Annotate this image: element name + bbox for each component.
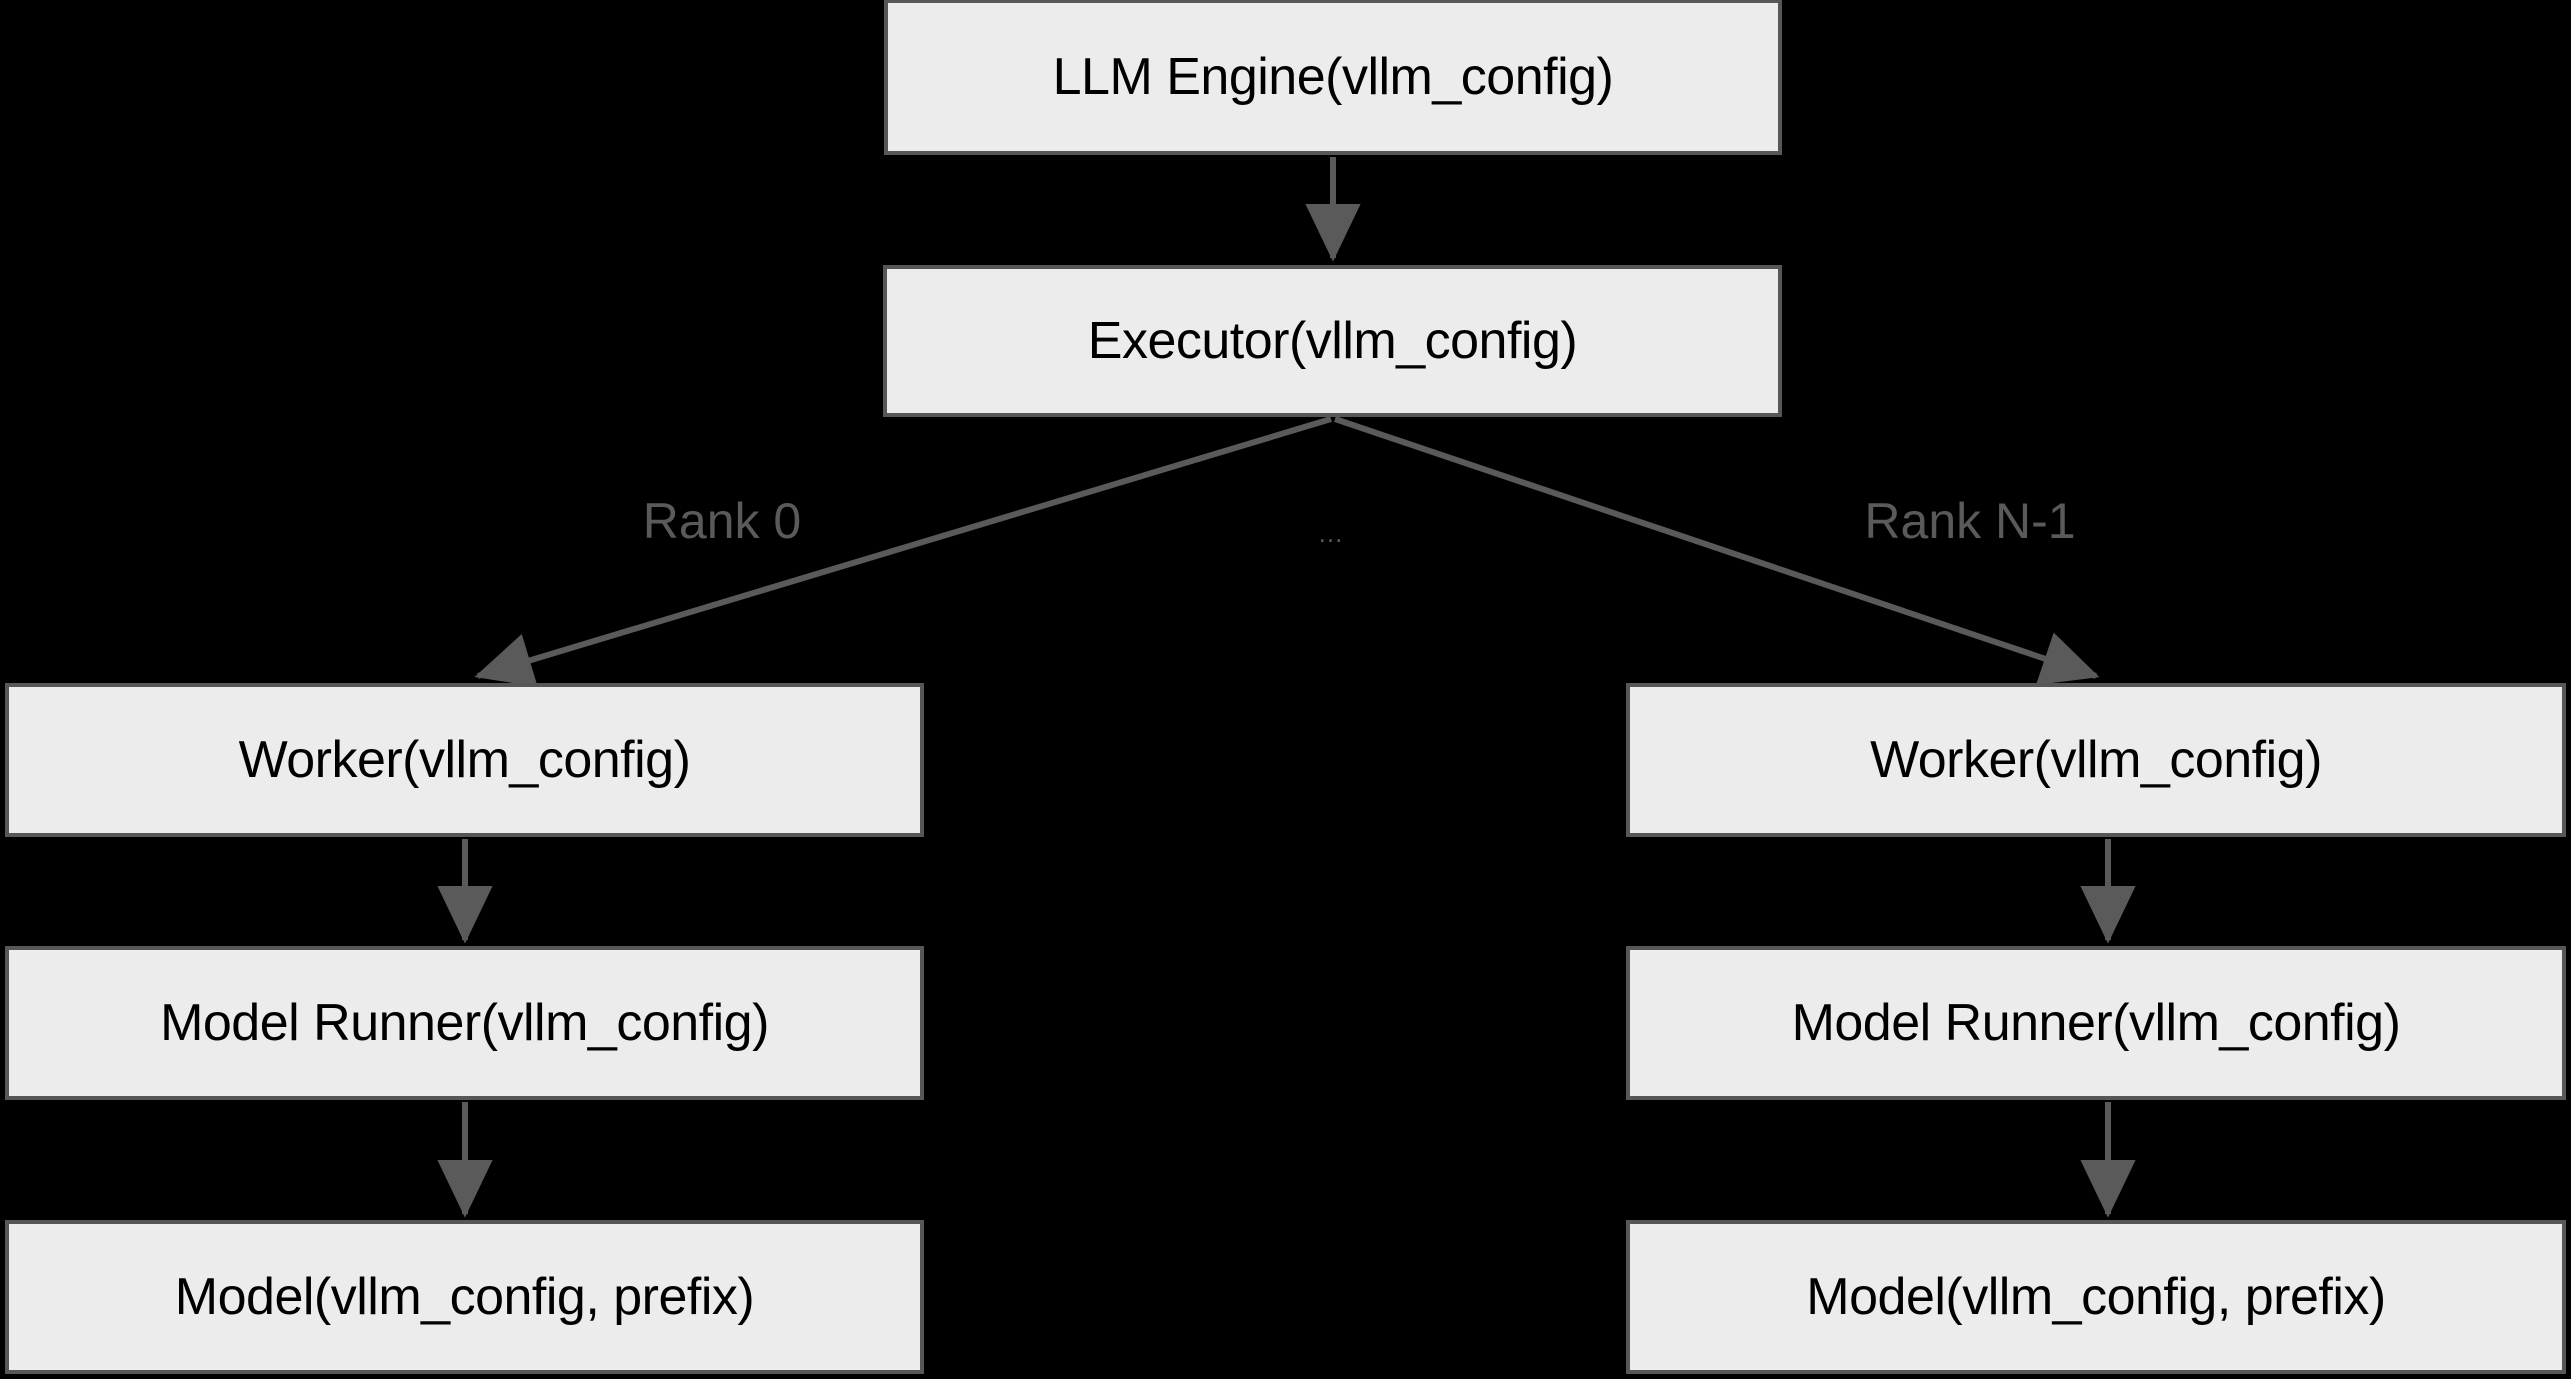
node-worker-rankn[interactable]: Worker(vllm_config) [1626,683,2566,837]
node-model-runner-rankn-label: Model Runner(vllm_config) [1791,994,2401,1052]
edge-label-rank-ellipsis: … [1317,518,1345,548]
node-model-rank0-label: Model(vllm_config, prefix) [174,1268,755,1326]
edge-executor-to-worker-rank0 [474,416,1332,687]
node-model-rank0[interactable]: Model(vllm_config, prefix) [5,1220,924,1374]
node-llm-engine-label: LLM Engine(vllm_config) [1052,48,1614,106]
node-worker-rankn-label: Worker(vllm_config) [1870,731,2322,789]
node-model-runner-rankn[interactable]: Model Runner(vllm_config) [1626,946,2566,1100]
node-llm-engine[interactable]: LLM Engine(vllm_config) [884,0,1782,155]
node-executor[interactable]: Executor(vllm_config) [883,265,1782,417]
edge-label-rank-n-1: Rank N-1 [1864,493,2076,549]
node-model-rankn[interactable]: Model(vllm_config, prefix) [1626,1220,2566,1374]
node-model-rankn-label: Model(vllm_config, prefix) [1806,1268,2386,1326]
node-worker-rank0-label: Worker(vllm_config) [238,731,691,789]
edge-executor-to-worker-rankn [1334,416,2100,685]
node-worker-rank0[interactable]: Worker(vllm_config) [5,683,924,837]
node-model-runner-rank0[interactable]: Model Runner(vllm_config) [5,946,924,1100]
node-model-runner-rank0-label: Model Runner(vllm_config) [160,994,769,1052]
edge-label-rank-0: Rank 0 [642,493,802,549]
node-executor-label: Executor(vllm_config) [1087,312,1578,370]
